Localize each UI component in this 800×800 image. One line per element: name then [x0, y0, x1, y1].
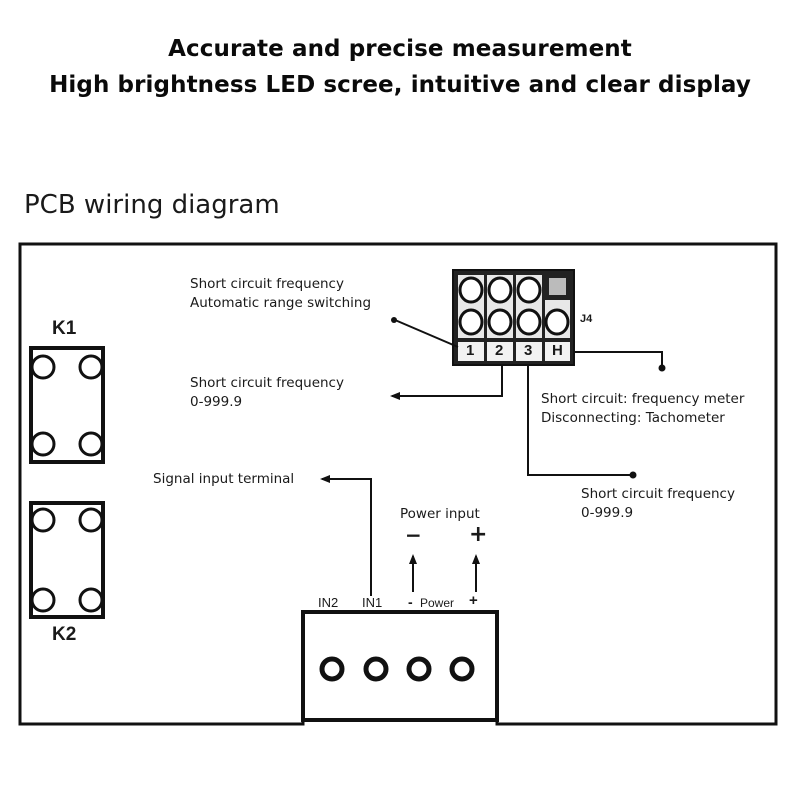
terminal-label-power: Power [420, 596, 455, 610]
header-pin [516, 308, 542, 336]
annotation-pin1: Short circuit frequency Automatic range … [190, 275, 371, 313]
annotation-pinH-line1: Short circuit: frequency meter [541, 391, 745, 407]
terminal-label-in1: IN1 [362, 595, 383, 610]
annotation-pinH-line2: Disconnecting: Tachometer [541, 410, 725, 426]
jumper-header-j4 [452, 269, 575, 366]
header-pin [458, 276, 484, 304]
annotation-power-input: Power input [400, 506, 480, 522]
header-pin [516, 276, 542, 304]
header-pin [544, 308, 570, 336]
terminal-label-in2: IN2 [318, 595, 339, 610]
terminal-screw-in1 [363, 656, 389, 682]
k2-pad [30, 587, 56, 613]
header-pin [458, 308, 484, 336]
button-k1 [29, 346, 105, 464]
button-k2 [29, 501, 105, 619]
k1-pad [30, 354, 56, 380]
header-pin-label-3: 3 [524, 342, 533, 359]
header-pin [487, 308, 513, 336]
annotation-pin2-line1: Short circuit frequency [190, 375, 344, 391]
annotation-pin1-line2: Automatic range switching [190, 295, 372, 311]
annotation-pin3: Short circuit frequency 0-999.9 [581, 485, 735, 523]
terminal-screw-minus [406, 656, 432, 682]
k1-pad [78, 354, 104, 380]
header-pin-label-h: H [552, 342, 563, 359]
header-pin-label-1: 1 [466, 342, 475, 359]
k2-label: K2 [52, 624, 77, 645]
headline-accuracy: Accurate and precise measurement [168, 36, 632, 62]
terminal-label-power-minus: - [408, 594, 413, 610]
leader-pin3-dot [629, 471, 637, 479]
k1-label: K1 [52, 318, 77, 339]
leader-pin1-dot [391, 317, 397, 323]
leader-pinH [574, 351, 663, 366]
annotation-signal-input: Signal input terminal [153, 471, 295, 487]
annotation-pin3-line2: 0-999.9 [581, 505, 634, 521]
leader-signal-input [320, 475, 372, 596]
leader-pin1 [394, 319, 459, 348]
annotation-pin2: Short circuit frequency 0-999.9 [190, 374, 344, 412]
header-pin-label-2: 2 [495, 342, 504, 359]
k1-pad [78, 431, 104, 457]
terminal-block [301, 610, 499, 722]
header-pin [487, 276, 513, 304]
k2-pad [30, 507, 56, 533]
k1-pad [30, 431, 56, 457]
annotation-pin2-line2: 0-999.9 [190, 394, 243, 410]
power-minus-symbol: − [405, 523, 422, 547]
k2-pad [78, 507, 104, 533]
section-title: PCB wiring diagram [24, 190, 280, 220]
annotation-pin1-line1: Short circuit frequency [190, 276, 344, 292]
leader-pinH-dot [658, 364, 666, 372]
annotation-pin3-line1: Short circuit frequency [581, 486, 735, 502]
leader-pin2 [390, 365, 503, 400]
terminal-screw-in2 [319, 656, 345, 682]
k2-pad [78, 587, 104, 613]
j4-label: J4 [580, 313, 593, 325]
leader-pin3 [527, 365, 632, 476]
headline-display: High brightness LED scree, intuitive and… [49, 72, 751, 98]
power-plus-symbol: + [469, 522, 488, 547]
terminal-screw-plus [449, 656, 475, 682]
annotation-pinH: Short circuit: frequency meter Disconnec… [541, 390, 744, 428]
terminal-label-power-plus: + [469, 592, 478, 609]
